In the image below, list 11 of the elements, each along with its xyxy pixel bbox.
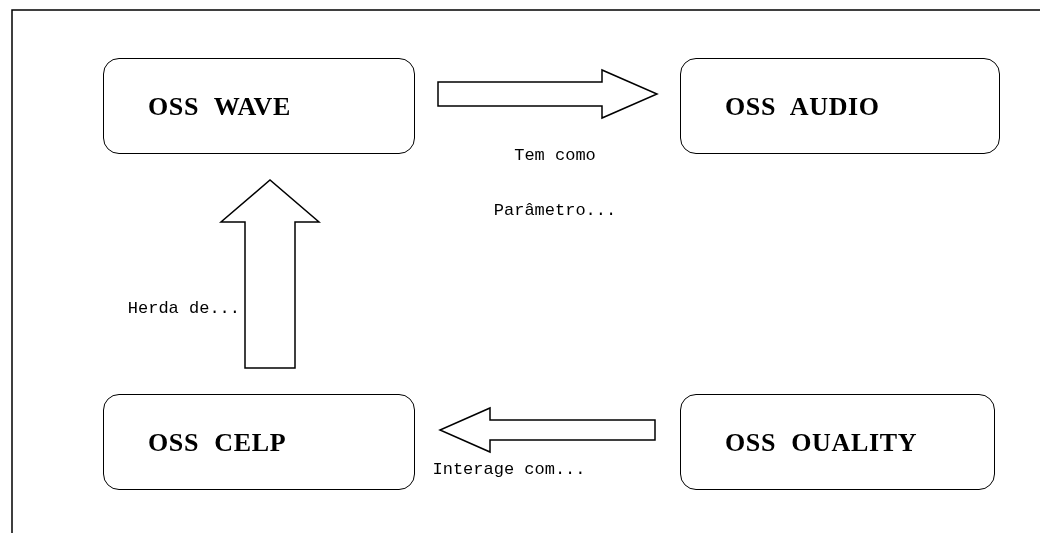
node-label: OSS WAVE — [148, 90, 292, 123]
node-label: OSS OUALITY — [725, 426, 918, 459]
rounded-box — [103, 394, 415, 490]
block-arrow — [218, 179, 322, 369]
rounded-box — [680, 58, 1000, 154]
node-label: OSS AUDIO — [725, 90, 880, 123]
rounded-box — [680, 394, 995, 490]
rounded-box — [103, 58, 415, 154]
node-label: OSS CELP — [148, 426, 287, 459]
block-arrow — [438, 406, 656, 454]
block-arrow — [437, 68, 659, 120]
